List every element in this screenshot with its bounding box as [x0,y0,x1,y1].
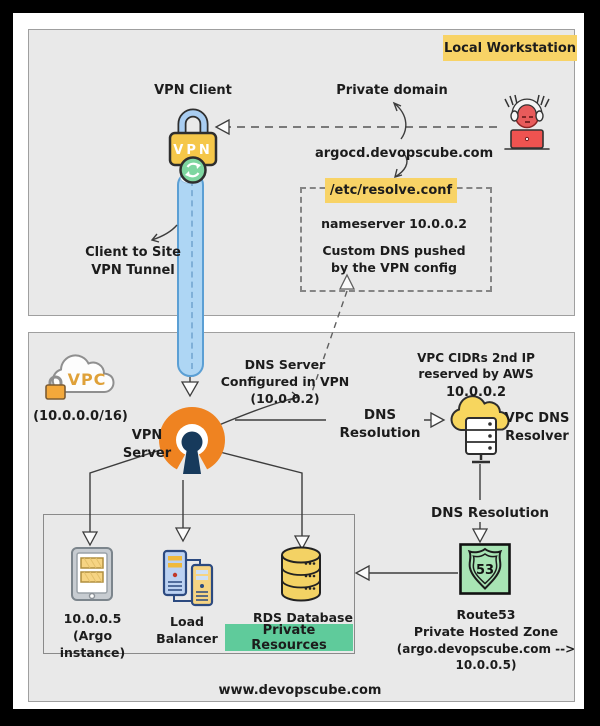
argo-instance-icon [70,546,114,602]
private-domain-label: Private domain [336,83,448,98]
resolve-conf-badge: /etc/resolve.conf [325,178,457,203]
developer-icon [498,92,556,154]
private-resources-badge: Private Resources [225,623,353,653]
resolver-ip-label: 10.0.0.2 [445,385,507,400]
vpn-lock-text: VPN [173,143,212,158]
custom-dns-label: Custom DNS pushed by the VPN config [322,243,466,275]
domain-label: argocd.devopscube.com [315,146,494,161]
local-workstation-badge: Local Workstation [443,35,577,61]
rds-label: RDS Database [253,610,353,625]
vpc-cloud-icon: VPC [42,342,126,408]
openvpn-server-icon [152,404,232,480]
dns-resolution2-label: DNS Resolution [431,505,549,521]
route53-shield-text: 53 [476,563,494,578]
rds-database-icon [280,546,322,603]
tunnel-label: Client to Site VPN Tunnel [85,245,181,278]
vpc-dns-resolver-label: VPC DNS Resolver [504,411,570,444]
vpc-dns-resolver-icon [446,388,516,468]
dns-server-note: DNS Server Configured in VPN (10.0.0.2) [220,357,350,406]
load-balancer-icon [160,549,216,607]
load-balancer-label: Load Balancer [156,614,218,646]
nameserver-label: nameserver 10.0.0.2 [321,216,467,231]
vpc-cloud-text: VPC [68,370,107,389]
dns-resolution-label: DNS Resolution [339,407,421,442]
vpn-lock-icon: VPN [163,103,223,187]
route53-label: Route53 Private Hosted Zone (argo.devops… [396,607,576,672]
instance-label: 10.0.0.5 (Argo instance) [59,611,126,660]
vpc-cidr-note: VPC CIDRs 2nd IP reserved by AWS [417,351,535,382]
vpn-client-label: VPN Client [154,83,232,98]
footer-url: www.devopscube.com [218,683,382,698]
diagram-page: Local Workstation VPN Client Private dom… [13,13,584,709]
vpc-cidr-label: (10.0.0.0/16) [33,409,128,424]
private-resources-box [43,514,355,654]
vpn-server-label: VPN Server [122,428,172,461]
route53-icon: 53 [459,543,511,595]
